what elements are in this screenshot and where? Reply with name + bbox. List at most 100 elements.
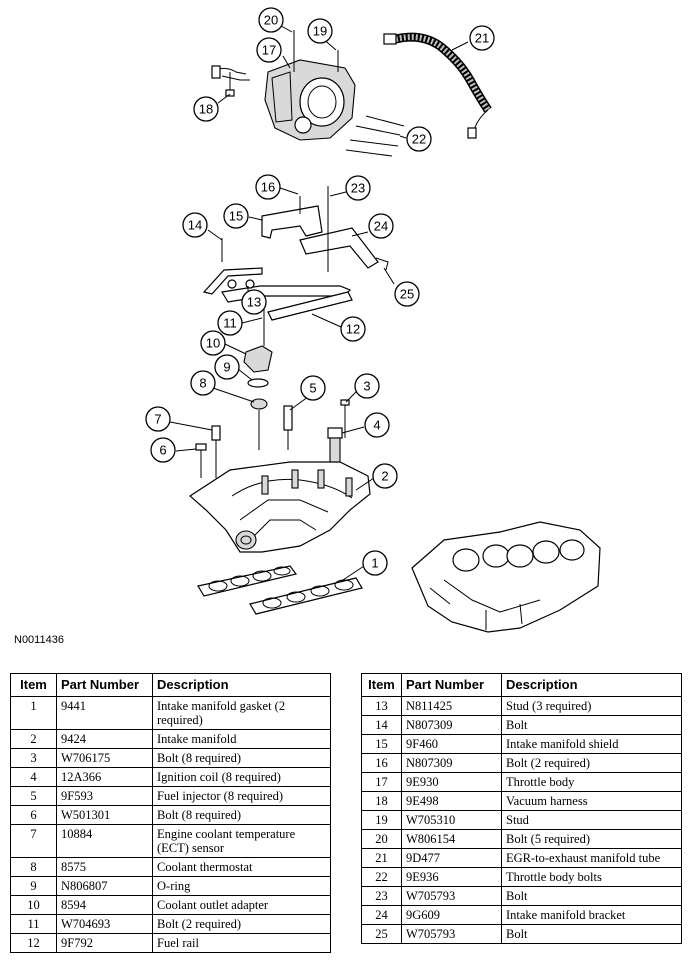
cell-item: 16: [361, 753, 402, 773]
callout-25: 25: [394, 281, 420, 307]
intake-gasket-drawing: [197, 565, 363, 615]
coolant-outlet-drawing: [243, 306, 273, 388]
svg-text:2: 2: [381, 469, 388, 484]
callout-5: 5: [300, 375, 326, 401]
callout-11: 11: [217, 310, 243, 336]
ect-sensor-drawing: [211, 425, 221, 478]
throttle-body-drawing: [264, 30, 356, 141]
svg-text:8: 8: [199, 376, 206, 391]
cell-description: EGR-to-exhaust manifold tube: [501, 848, 682, 868]
cell-description: Bolt: [501, 924, 682, 944]
svg-text:24: 24: [374, 219, 388, 234]
cell-part-number: W704693: [56, 914, 153, 934]
cell-description: Stud: [501, 810, 682, 830]
cell-part-number: W501301: [56, 805, 153, 825]
svg-text:7: 7: [154, 412, 161, 427]
cell-part-number: 9F593: [56, 786, 153, 806]
callout-9: 9: [214, 354, 240, 380]
cell-part-number: 9E936: [401, 867, 502, 887]
svg-text:15: 15: [229, 209, 243, 224]
table-header-row: Item Part Number Description: [10, 673, 331, 697]
cell-description: Ignition coil (8 required): [152, 767, 331, 787]
fuel-rail-drawing: [202, 238, 353, 321]
cell-description: Coolant thermostat: [152, 857, 331, 877]
callout-23: 23: [345, 175, 371, 201]
cell-description: Throttle body: [501, 772, 682, 792]
cell-item: 1: [10, 696, 57, 730]
callout-6: 6: [150, 437, 176, 463]
svg-text:1: 1: [371, 556, 378, 571]
engine-block-drawing: [411, 521, 601, 633]
header-item: Item: [361, 673, 402, 697]
svg-text:5: 5: [309, 381, 316, 396]
header-part-number: Part Number: [401, 673, 502, 697]
callout-15: 15: [223, 203, 249, 229]
callout-12: 12: [340, 316, 366, 342]
cell-item: 12: [10, 933, 57, 953]
cell-description: Bolt (2 required): [501, 753, 682, 773]
svg-text:21: 21: [475, 31, 489, 46]
svg-text:18: 18: [199, 102, 213, 117]
cell-part-number: N806807: [56, 876, 153, 896]
cell-description: Bolt: [501, 715, 682, 735]
cell-description: Coolant outlet adapter: [152, 895, 331, 915]
cell-part-number: 9D477: [401, 848, 502, 868]
cell-part-number: 12A366: [56, 767, 153, 787]
callout-21: 21: [469, 25, 495, 51]
callout-20: 20: [258, 7, 284, 33]
svg-text:23: 23: [351, 181, 365, 196]
intake-manifold-shield-drawing: [261, 196, 323, 239]
cell-description: Bolt (2 required): [152, 914, 331, 934]
cell-part-number: 9E498: [401, 791, 502, 811]
cell-item: 4: [10, 767, 57, 787]
callout-1: 1: [362, 550, 388, 576]
cell-description: Stud (3 required): [501, 696, 682, 716]
intake-manifold-bracket-drawing: [299, 186, 389, 272]
cell-item: 15: [361, 734, 402, 754]
cell-item: 5: [10, 786, 57, 806]
cell-part-number: W705793: [401, 886, 502, 906]
header-part-number: Part Number: [56, 673, 153, 697]
callout-17: 17: [256, 37, 282, 63]
cell-description: O-ring: [152, 876, 331, 896]
fuel-injector-drawing: [283, 405, 293, 450]
cell-item: 9: [10, 876, 57, 896]
cell-item: 6: [10, 805, 57, 825]
cell-part-number: W705310: [401, 810, 502, 830]
cell-item: 10: [10, 895, 57, 915]
svg-text:3: 3: [363, 379, 370, 394]
cell-item: 21: [361, 848, 402, 868]
cell-item: 8: [10, 857, 57, 877]
cell-description: Bolt (8 required): [152, 805, 331, 825]
table-header-row: Item Part Number Description: [361, 673, 682, 697]
cell-item: 24: [361, 905, 402, 925]
svg-text:10: 10: [206, 336, 220, 351]
cell-part-number: 9G609: [401, 905, 502, 925]
cell-item: 22: [361, 867, 402, 887]
svg-text:16: 16: [261, 180, 275, 195]
cell-part-number: W806154: [401, 829, 502, 849]
cell-description: Bolt: [501, 886, 682, 906]
cell-item: 20: [361, 829, 402, 849]
cell-part-number: 8594: [56, 895, 153, 915]
cell-description: Engine coolant temperature (ECT) sensor: [152, 824, 331, 858]
cell-item: 18: [361, 791, 402, 811]
callout-7: 7: [145, 406, 171, 432]
